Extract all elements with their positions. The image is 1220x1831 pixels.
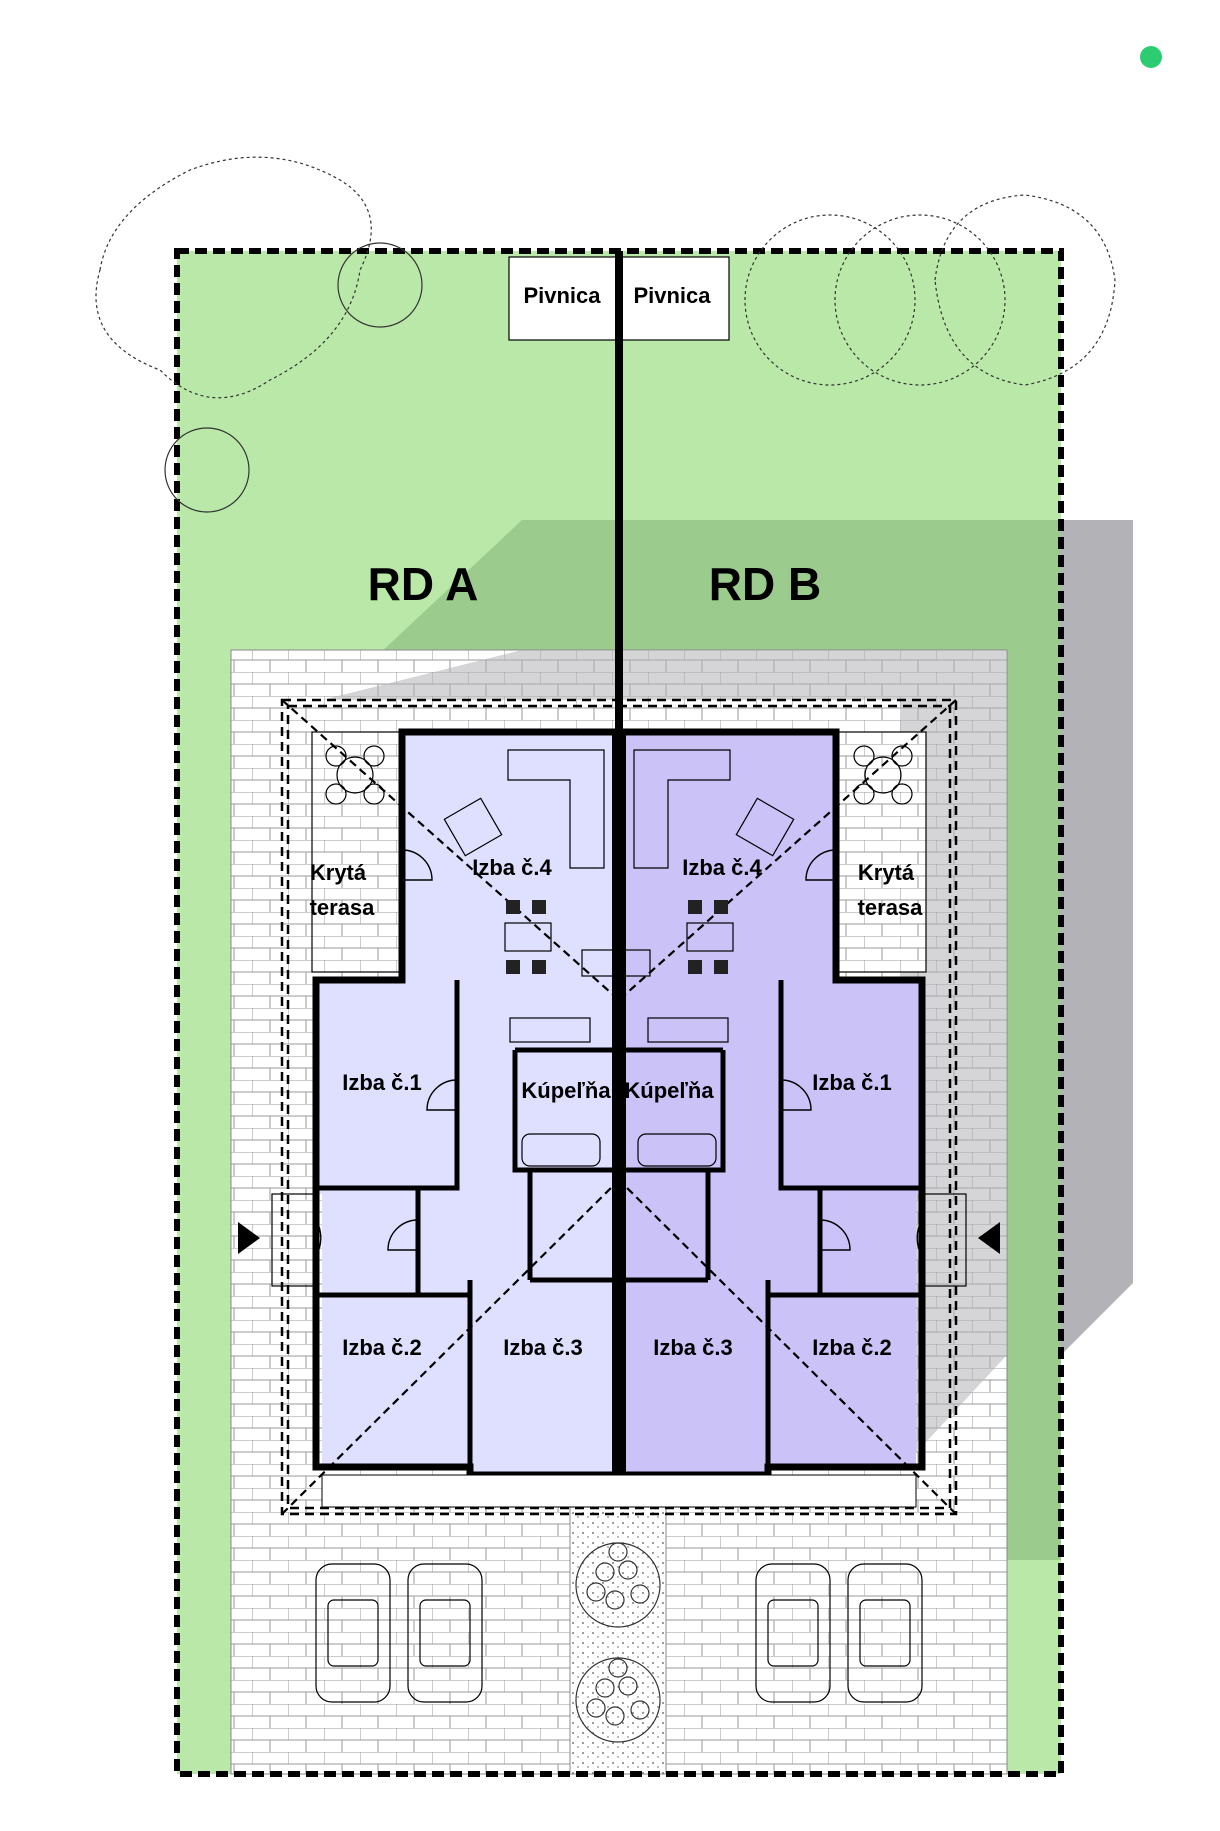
roof-outline: [280, 698, 958, 1516]
basement-b-label: Pivnica: [633, 283, 711, 308]
unit-a-title: RD A: [368, 558, 479, 610]
chair-icon: [506, 900, 520, 914]
gravel-path: [569, 1483, 667, 1775]
terrace-a: [311, 731, 403, 973]
chair-icon: [714, 900, 728, 914]
bathroom-b-label: Kúpeľňa: [624, 1078, 714, 1103]
entrance-step-a: [271, 1193, 317, 1287]
shrub: [575, 1657, 661, 1743]
room-b-4-label: Izba č.4: [682, 855, 762, 880]
building-shadow: [1061, 520, 1133, 1355]
roof-outline-inner: [286, 704, 952, 1510]
fireplace-a: [581, 949, 651, 977]
room-b-1-label: Izba č.1: [812, 1070, 891, 1095]
roof-ridge-line: [618, 699, 957, 1001]
room-a-3-label: Izba č.3: [503, 1335, 582, 1360]
room-a-4-label: Izba č.4: [472, 855, 552, 880]
chair-icon: [506, 960, 520, 974]
bathroom-a-label: Kúpeľňa: [521, 1078, 611, 1103]
room-a-2-label: Izba č.2: [342, 1335, 421, 1360]
sofa-b: [633, 749, 731, 869]
patio-set-b: [853, 745, 913, 805]
front-strip: [321, 1474, 917, 1508]
door: [916, 1219, 923, 1257]
sofa-a: [507, 749, 605, 869]
door: [426, 1079, 458, 1111]
entrance-step-b: [921, 1193, 967, 1287]
door: [387, 1219, 419, 1251]
basement-a: [508, 256, 620, 341]
paving-shadow: [322, 650, 1007, 1470]
door: [805, 849, 837, 881]
armchair-a: [443, 797, 503, 857]
car: [847, 1563, 923, 1703]
chair-icon: [714, 960, 728, 974]
bathtub-a: [521, 1133, 601, 1167]
basement-a-label: Pivnica: [523, 283, 601, 308]
dining-table-b: [686, 922, 734, 952]
room-b-3-label: Izba č.3: [653, 1335, 732, 1360]
interior-walls-b: [619, 980, 922, 1475]
car: [755, 1563, 831, 1703]
unit-b-title: RD B: [709, 558, 821, 610]
status-dot-icon: [1140, 46, 1162, 68]
entrance-a-triangle-arrow-icon: [238, 1222, 260, 1254]
kitchen-counter-b: [647, 1017, 729, 1043]
room-a-1-label: Izba č.1: [342, 1070, 421, 1095]
basement-b: [618, 256, 730, 341]
unit-b-floor: [619, 732, 922, 1475]
roof-ridge-line: [281, 1179, 620, 1515]
terrace-b-label-2: terasa: [858, 895, 924, 920]
door: [819, 1219, 851, 1251]
armchair-b: [735, 797, 795, 857]
car: [407, 1563, 483, 1703]
door: [315, 1219, 322, 1257]
unit-a-floor: [316, 732, 619, 1475]
entrance-b-triangle-arrow-icon: [978, 1222, 1000, 1254]
terrace-b-label-1: Krytá: [858, 860, 915, 885]
roof-ridge-line: [618, 1179, 957, 1515]
patio-set-a: [325, 745, 385, 805]
kitchen-counter-a: [509, 1017, 591, 1043]
interior-walls-a: [316, 980, 619, 1475]
chair-icon: [532, 900, 546, 914]
terrace-a-label-2: terasa: [310, 895, 376, 920]
roof-ridge-line: [281, 699, 620, 1001]
chair-icon: [688, 900, 702, 914]
chair-icon: [532, 960, 546, 974]
door: [780, 1079, 812, 1111]
terrace-a-label-1: Krytá: [310, 860, 367, 885]
door: [401, 849, 433, 881]
tree: [95, 156, 1116, 513]
terrace-b: [835, 731, 927, 973]
room-b-2-label: Izba č.2: [812, 1335, 891, 1360]
car: [315, 1563, 391, 1703]
bathtub-b: [637, 1133, 717, 1167]
dining-table-a: [504, 922, 552, 952]
shrub: [575, 1542, 661, 1628]
chair-icon: [688, 960, 702, 974]
